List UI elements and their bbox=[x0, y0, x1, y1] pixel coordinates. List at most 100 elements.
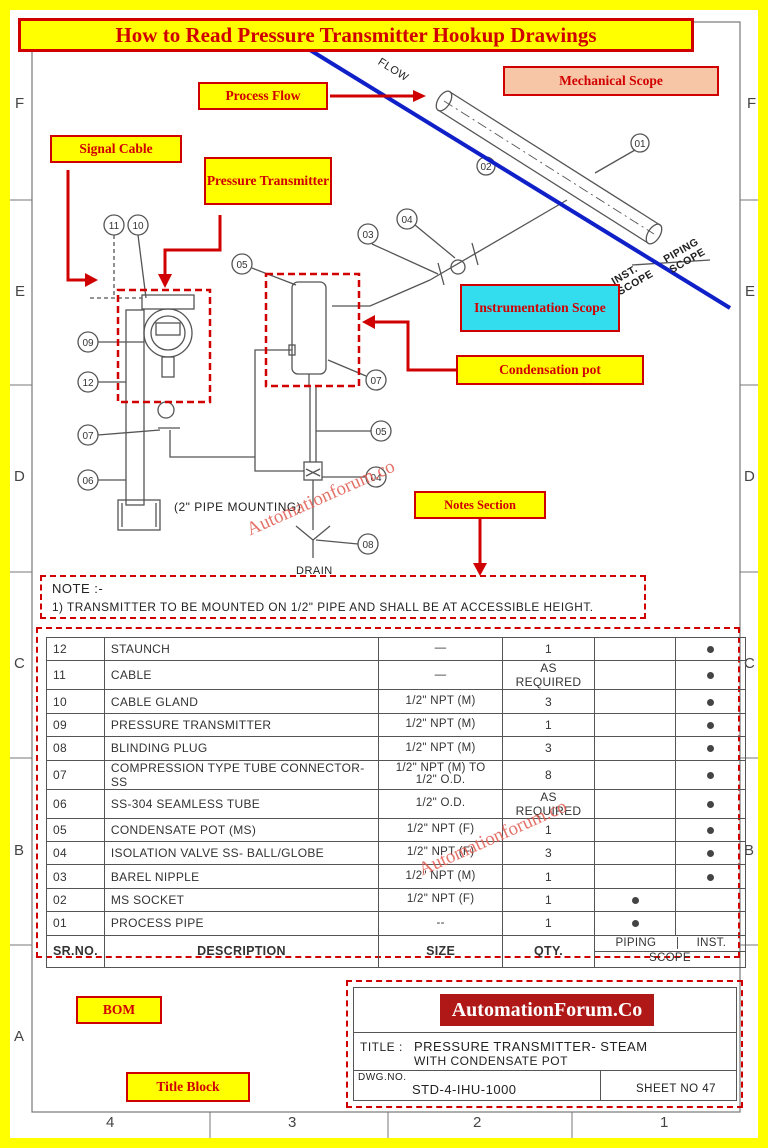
bom-cell-piping-scope bbox=[593, 736, 677, 761]
dwg-number: STD-4-IHU-1000 bbox=[412, 1082, 517, 1097]
process-flow-callout: Process Flow bbox=[198, 82, 328, 110]
sheet-number: SHEET NO 47 bbox=[636, 1083, 717, 1095]
bom-header-qty: QTY. bbox=[502, 934, 595, 968]
title-block-callout: Title Block bbox=[126, 1072, 250, 1102]
bom-cell-description: BLINDING PLUG bbox=[103, 736, 380, 761]
bom-cell-description: PROCESS PIPE bbox=[103, 911, 380, 936]
bom-cell-inst-scope bbox=[675, 636, 746, 662]
item-label-09: 09 bbox=[82, 338, 94, 349]
instrumentation-scope-callout: Instrumentation Scope bbox=[460, 284, 620, 332]
bom-cell-srno: 05 bbox=[46, 817, 105, 842]
item-label-11: 11 bbox=[109, 221, 120, 232]
bom-cell-description: BAREL NIPPLE bbox=[103, 864, 380, 889]
zone-letter-e-right: E bbox=[745, 283, 756, 300]
bom-cell-inst-scope bbox=[675, 660, 746, 691]
item-label-05b: 05 bbox=[375, 427, 387, 438]
bom-cell-size: 1/2" NPT (F) bbox=[378, 817, 504, 842]
scope-marker-dot bbox=[631, 896, 639, 904]
scope-marker-dot bbox=[707, 745, 715, 753]
bom-cell-srno: 11 bbox=[46, 660, 105, 691]
scope-marker-dot bbox=[707, 771, 715, 779]
bom-header-srno: SR.NO. bbox=[46, 934, 105, 968]
bom-cell-size: 1/2" NPT (M) TO 1/2" O.D. bbox=[378, 759, 504, 790]
bom-cell-qty: 1 bbox=[502, 712, 595, 738]
bom-cell-srno: 01 bbox=[46, 911, 105, 936]
item-label-06: 06 bbox=[82, 476, 94, 487]
drain-text: DRAIN bbox=[296, 565, 333, 577]
mechanical-scope-callout: Mechanical Scope bbox=[503, 66, 719, 96]
bom-cell-description: SS-304 SEAMLESS TUBE bbox=[103, 788, 380, 819]
bom-cell-srno: 03 bbox=[46, 864, 105, 889]
title-line-2: WITH CONDENSATE POT bbox=[414, 1054, 568, 1068]
bom-header-inst: INST. bbox=[696, 937, 727, 950]
title-line-1: PRESSURE TRANSMITTER- STEAM bbox=[414, 1039, 648, 1054]
hookup-diagram: 01 02 03 04 05 05 04 07 08 11 10 09 12 0… bbox=[66, 48, 732, 576]
bom-cell-srno: 12 bbox=[46, 636, 105, 662]
bom-cell-srno: 06 bbox=[46, 788, 105, 819]
zone-letter-e: E bbox=[15, 283, 26, 300]
item-label-07b: 07 bbox=[370, 376, 382, 387]
bom-cell-description: CABLE GLAND bbox=[103, 689, 380, 714]
bom-cell-piping-scope bbox=[593, 636, 677, 662]
bom-cell-qty: 3 bbox=[502, 689, 595, 714]
item-bubble-03 bbox=[357, 223, 379, 245]
zone-letter-b: B bbox=[14, 842, 25, 859]
process-pipe-bottom bbox=[437, 109, 649, 244]
bom-cell-size: 1/2" NPT (M) bbox=[378, 736, 504, 761]
bom-cell-description: CONDENSATE POT (MS) bbox=[103, 817, 380, 842]
item-label-03: 03 bbox=[362, 230, 374, 241]
title-block: AutomationForum.Co TITLE : PRESSURE TRAN… bbox=[353, 987, 737, 1101]
bom-cell-description: STAUNCH bbox=[103, 636, 380, 662]
item-bubble-01 bbox=[630, 133, 650, 153]
zone-letter-a: A bbox=[14, 1028, 25, 1045]
bom-cell-qty: 1 bbox=[502, 817, 595, 842]
brand-logo: AutomationForum.Co bbox=[440, 994, 654, 1026]
zone-letter-c-right: C bbox=[744, 655, 755, 672]
bom-header-piping: PIPING bbox=[595, 937, 678, 950]
scope-marker-dot bbox=[707, 698, 715, 706]
scope-marker-dot bbox=[707, 646, 715, 654]
condensation-pot-callout: Condensation pot bbox=[456, 355, 644, 385]
pressure-transmitter-callout: Pressure Transmitter bbox=[204, 157, 332, 205]
item-bubble-07b bbox=[365, 369, 387, 391]
bom-cell-piping-scope bbox=[593, 788, 677, 819]
title-block-box bbox=[346, 980, 743, 1108]
bom-header-row: SR.NO. DESCRIPTION SIZE QTY. PIPING INST… bbox=[46, 934, 747, 968]
bom-cell-size: 1/2" NPT (F) bbox=[378, 887, 504, 913]
bom-cell-size: 1/2" O.D. bbox=[378, 788, 504, 819]
signal-cable-callout: Signal Cable bbox=[50, 135, 182, 163]
bom-cell-srno: 08 bbox=[46, 736, 105, 761]
scope-marker-dot bbox=[707, 721, 715, 729]
bom-cell-qty: 8 bbox=[502, 759, 595, 790]
pipe-mounting-text: (2" PIPE MOUNTING) bbox=[174, 500, 302, 514]
bom-cell-qty: AS REQUIRED bbox=[502, 788, 595, 819]
notes-line-1: 1) TRANSMITTER TO BE MOUNTED ON 1/2" PIP… bbox=[52, 600, 594, 614]
condensation-pot-highlight-box bbox=[264, 272, 361, 388]
bom-cell-piping-scope bbox=[593, 660, 677, 691]
dwg-label: DWG.NO. bbox=[358, 1072, 407, 1083]
bom-cell-size: 1/2" NPT (M) bbox=[378, 689, 504, 714]
item-label-01: 01 bbox=[634, 139, 646, 150]
bom-cell-inst-scope bbox=[675, 712, 746, 738]
bom-cell-inst-scope bbox=[675, 864, 746, 889]
notes-heading: NOTE :- bbox=[52, 581, 104, 596]
drawing-sheet: F F E E D D C C B B A 4 3 2 1 bbox=[10, 10, 758, 1138]
bom-cell-srno: 09 bbox=[46, 712, 105, 738]
bom-cell-piping-scope bbox=[593, 759, 677, 790]
bom-cell-inst-scope bbox=[675, 759, 746, 790]
bom-cell-srno: 04 bbox=[46, 840, 105, 866]
bom-cell-description: PRESSURE TRANSMITTER bbox=[103, 712, 380, 738]
scope-marker-dot bbox=[707, 800, 715, 808]
bom-cell-piping-scope bbox=[593, 689, 677, 714]
scope-marker-dot bbox=[707, 672, 715, 680]
bom-cell-description: COMPRESSION TYPE TUBE CONNECTOR-SS bbox=[103, 759, 380, 790]
bom-cell-qty: 1 bbox=[502, 911, 595, 936]
